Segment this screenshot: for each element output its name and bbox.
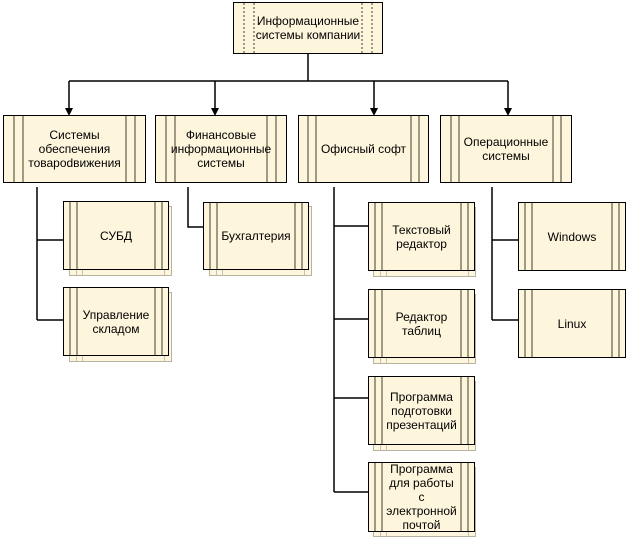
category-node-office[interactable]: Офисный софт [298,115,429,183]
leaf-label: СУБД [100,228,132,243]
leaf-node-linux[interactable]: Linux [518,289,626,358]
leaf-label: Текстовый редактор [392,222,451,251]
arrow-cat-0 [65,108,73,116]
root-label: Информационные системы компании [255,14,361,42]
leaf-label: Программа для работы с электронной почто… [386,462,457,532]
connector-buh [187,187,203,228]
leaf-node-dbms[interactable]: СУБД [63,201,169,270]
leaf-label: Linux [557,316,587,331]
leaf-node-windows[interactable]: Windows [518,202,626,271]
arrow-cat-2 [370,108,378,116]
leaf-node-spreadsheet[interactable]: Редактор таблиц [368,289,475,358]
leaf-node-text-editor[interactable]: Текстовый редактор [368,202,475,271]
category-label: Операционные системы [463,135,549,163]
leaf-node-presentation[interactable]: Программа подготовки презентаций [368,376,475,445]
category-label: Финансовые информационные системы [170,128,272,170]
category-label: Системы обеспечения товаро­dвижения [28,128,121,170]
category-node-os[interactable]: Операционные системы [440,115,572,183]
leaf-label: Редактор таблиц [395,309,448,338]
arrow-cat-1 [211,108,219,116]
category-label: Офисный софт [320,142,407,156]
category-node-logistics[interactable]: Системы обеспечения товаро­dвижения [3,115,146,183]
leaf-node-email[interactable]: Программа для работы с электронной почто… [368,462,475,532]
arrow-cat-3 [504,108,512,116]
leaf-node-accounting[interactable]: Бухгалтерия [203,202,309,270]
leaf-label: Программа подготовки презентаций [386,389,457,432]
category-node-finance[interactable]: Финансовые информационные системы [155,115,287,183]
leaf-label: Windows [547,229,597,244]
leaf-label: Управление складом [82,307,150,336]
leaf-node-warehouse[interactable]: Управление складом [63,287,169,356]
leaf-label: Бухгалтерия [221,229,291,243]
root-node[interactable]: Информационные системы компании [233,2,383,54]
